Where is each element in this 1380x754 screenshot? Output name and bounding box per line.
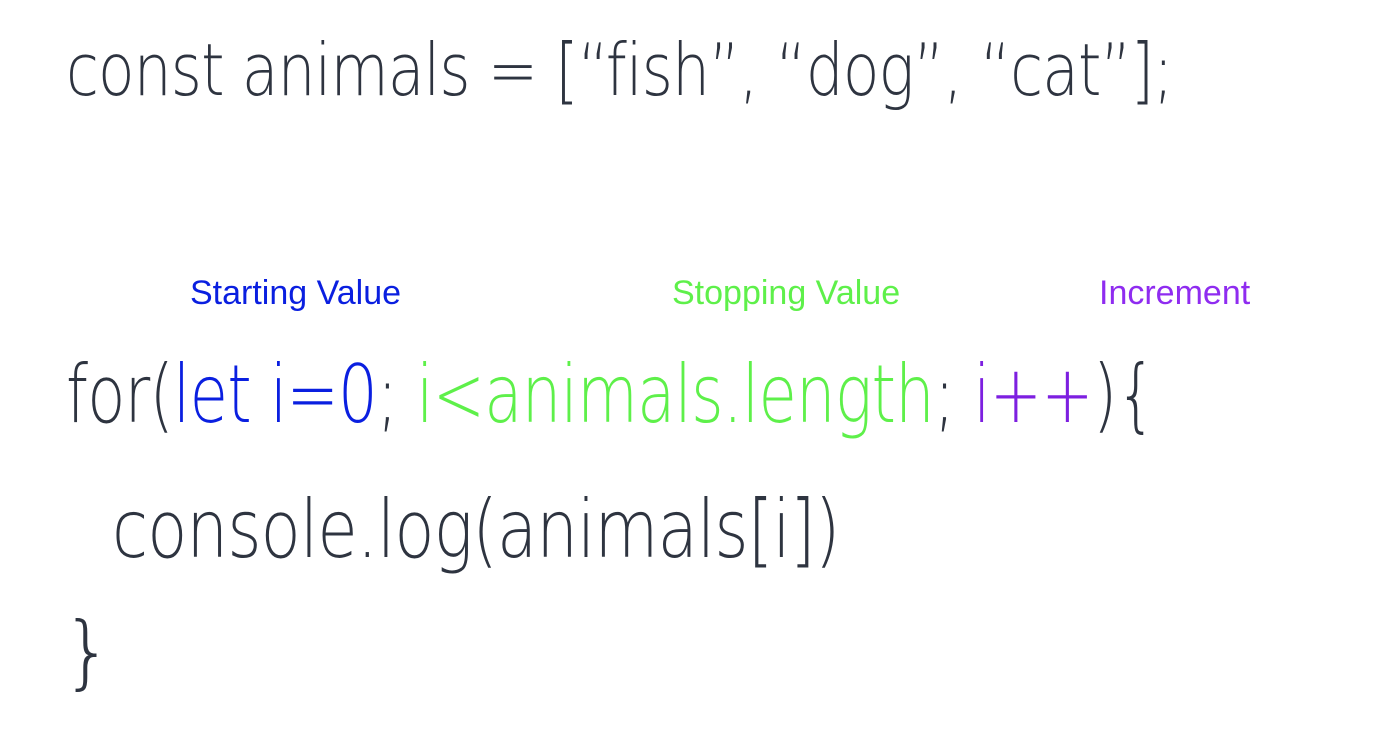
stopping-value-label: Stopping Value [672, 274, 901, 312]
increment-code: i++ [973, 348, 1093, 441]
console-log-line: console.log(animals[i]) [112, 483, 840, 576]
starting-value-code: let i=0 [173, 348, 378, 441]
stopping-value-code: i<animals.length [416, 348, 934, 441]
for-loop-line: for(let i=0; i<animals.length; i++){ [66, 355, 1156, 435]
for-keyword: for( [66, 348, 174, 441]
increment-label: Increment [1099, 274, 1251, 312]
closing-brace-line: } [62, 605, 113, 698]
const-declaration-line: const animals = [“fish”, “dog”, “cat”]; [66, 28, 1173, 112]
starting-value-label: Starting Value [190, 274, 402, 312]
for-suffix: ){ [1092, 348, 1156, 441]
separator-1: ; [376, 348, 417, 441]
separator-2: ; [933, 348, 974, 441]
